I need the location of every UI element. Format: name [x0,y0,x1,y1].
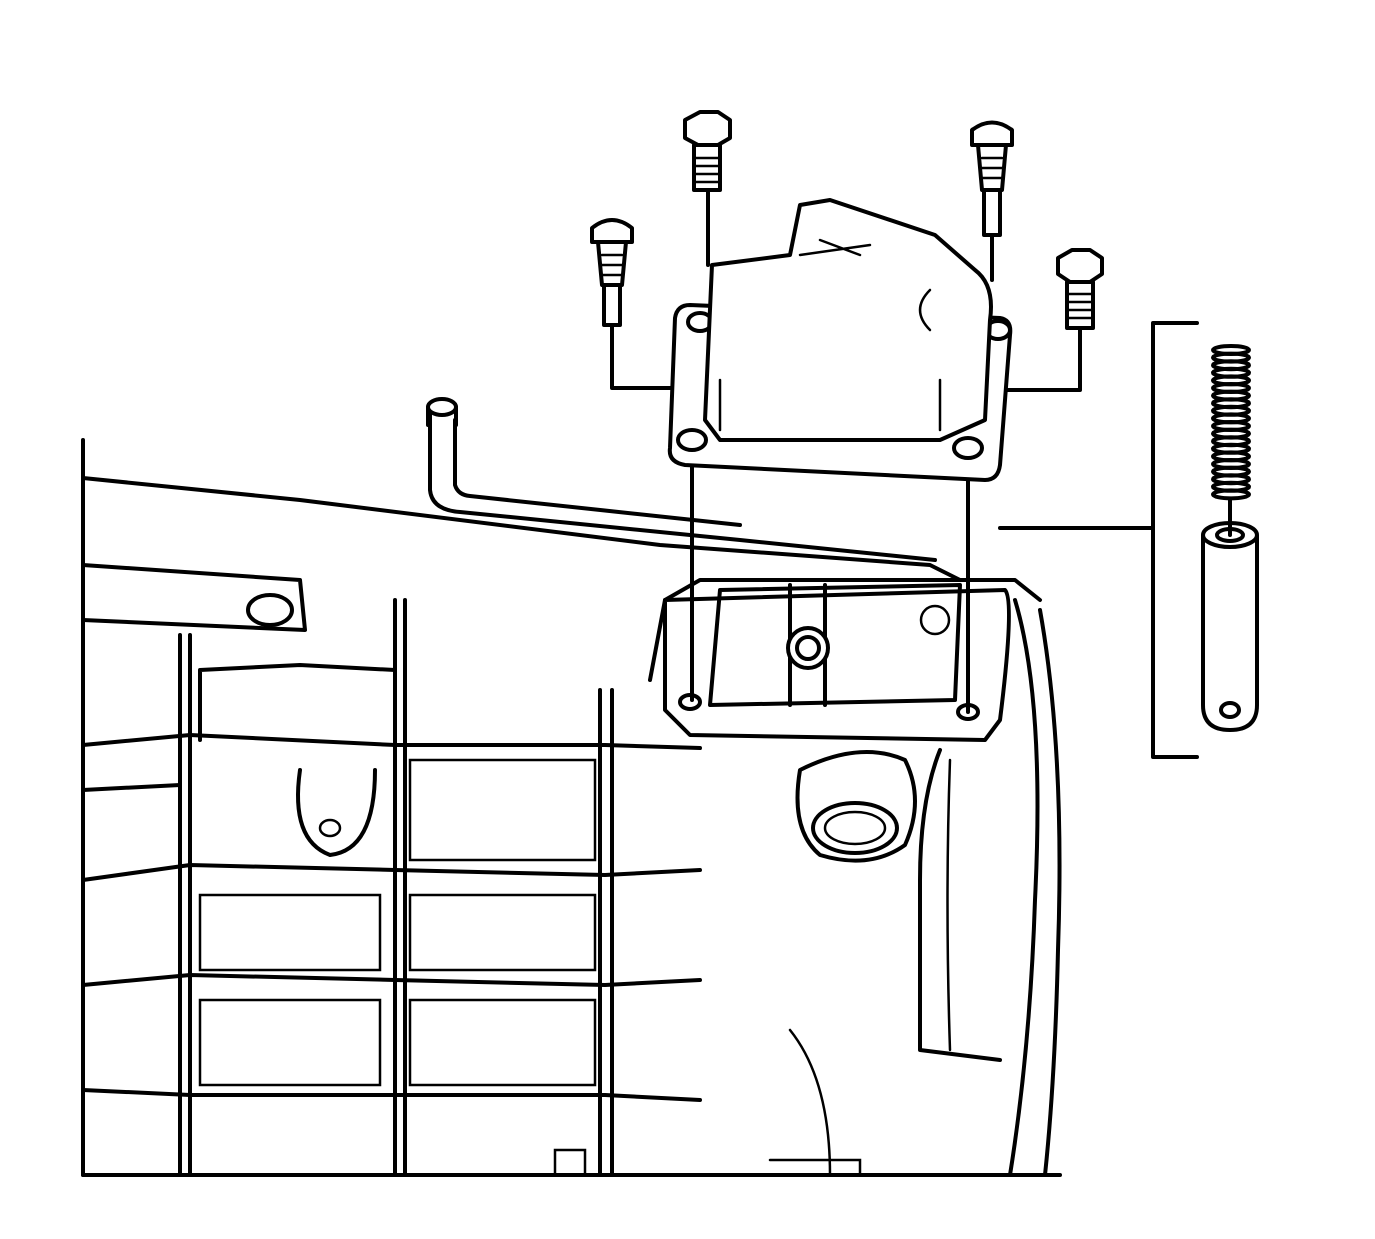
spring [1211,344,1251,501]
bolt-flange-right [970,120,1014,237]
bolt-hex-right [1056,248,1104,330]
output-seal [795,750,917,863]
component-bracket [998,321,1199,759]
bolt-flange-left [590,218,634,327]
bolt-hex-left [683,110,732,192]
spring-coil [1211,488,1251,501]
shift-cover [703,198,993,442]
case-cover-opening [663,583,1011,742]
bell-housing [918,598,1062,1177]
pin [1201,498,1259,732]
breather-tube [426,397,937,562]
transmission-case [81,438,1062,1177]
